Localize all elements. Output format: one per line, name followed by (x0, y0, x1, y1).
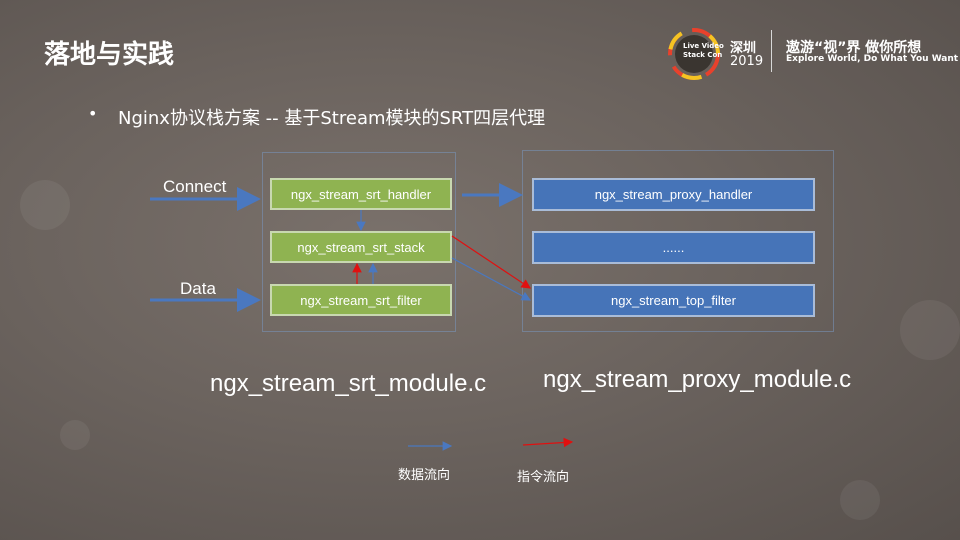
background-bokeh (20, 180, 70, 230)
legend-data-flow-label: 数据流向 (398, 468, 451, 483)
conference-logo (668, 28, 720, 80)
slogan-en: Explore World, Do What You Want (786, 54, 959, 64)
header-divider (771, 30, 772, 72)
srt-stack-box: ngx_stream_srt_stack (270, 231, 452, 263)
proxy-top-filter-box: ngx_stream_top_filter (532, 284, 815, 317)
srt-filter-box: ngx_stream_srt_filter (270, 284, 452, 316)
connect-label: Connect (163, 177, 227, 196)
srt-module-name: ngx_stream_srt_module.c (210, 370, 487, 397)
bullet-symbol: • (88, 104, 98, 123)
logo-text: Live Video Stack Con (683, 42, 724, 59)
srt-handler-box: ngx_stream_srt_handler (270, 178, 452, 210)
stack-to-top-filter-data-arrow (451, 257, 532, 301)
background-bokeh (900, 300, 960, 360)
background-bokeh (840, 480, 880, 520)
background-bokeh (60, 420, 90, 450)
proxy-ellipsis-box: ...... (532, 231, 815, 264)
legend-command-arrow (522, 437, 574, 448)
proxy-module-name: ngx_stream_proxy_module.c (543, 366, 852, 393)
slide-title: 落地与实践 (44, 40, 175, 70)
stack-to-top-filter-command-arrow (451, 235, 531, 289)
event-year: 2019 (730, 54, 764, 69)
legend-command-flow-label: 指令流向 (517, 470, 570, 485)
data-label: Data (180, 279, 216, 298)
proxy-handler-box: ngx_stream_proxy_handler (532, 178, 815, 211)
event-city: 深圳 (730, 41, 757, 56)
bullet-text: Nginx协议栈方案 -- 基于Stream模块的SRT四层代理 (118, 108, 546, 129)
slogan-cn: 遨游“视”界 做你所想 (786, 40, 922, 56)
